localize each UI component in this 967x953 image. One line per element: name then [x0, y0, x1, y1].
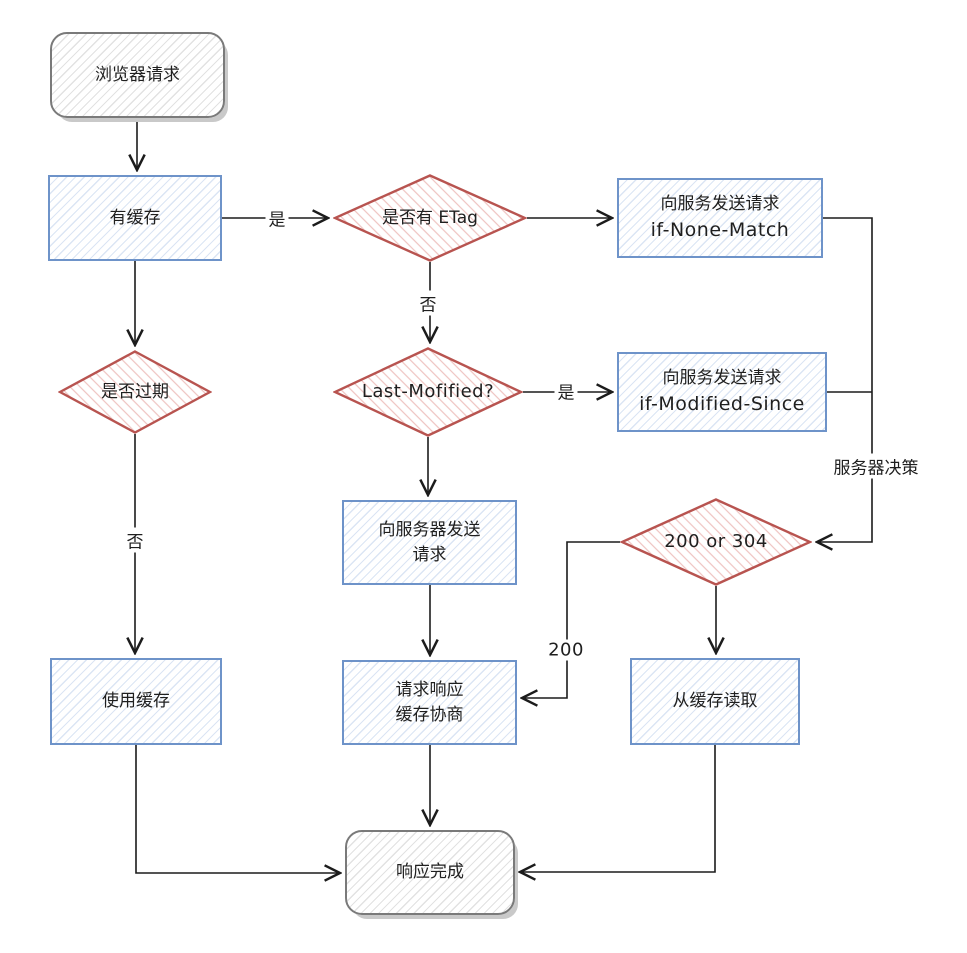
edge-readcache-to-done	[521, 745, 716, 872]
edge-label-yes-etag[interactable]: 是	[265, 205, 289, 231]
node-if-modified-since[interactable]: 向服务发送请求 if-Modified-Since	[617, 352, 827, 432]
node-label: 响应完成	[396, 862, 464, 883]
node-label: 是否过期	[101, 381, 169, 402]
diamond-shape	[58, 350, 212, 434]
node-cache-negotiation[interactable]: 请求响应 缓存协商	[342, 660, 517, 745]
node-browser-request[interactable]: 浏览器请求	[50, 32, 225, 118]
node-has-cache[interactable]: 有缓存	[48, 175, 222, 261]
node-label-line1: 向服务发送请求	[662, 367, 782, 388]
node-label-line1: 请求响应	[395, 679, 464, 700]
diamond-shape	[620, 498, 812, 586]
node-label: 使用缓存	[102, 691, 170, 712]
edge-label-yes-modified[interactable]: 是	[554, 378, 578, 404]
edge-label-no-expired[interactable]: 否	[123, 527, 147, 553]
node-label: 是否有 ETag	[382, 207, 478, 228]
node-label-line2: if-None-Match	[650, 218, 790, 241]
node-is-expired-decision[interactable]: 是否过期	[58, 350, 212, 434]
diamond-shape	[333, 174, 527, 262]
node-label: 有缓存	[109, 207, 161, 228]
edge-status-to-negotiation	[523, 541, 620, 698]
node-label-line1: 向服务发送请求	[660, 193, 780, 214]
node-label: 从缓存读取	[672, 691, 758, 712]
node-label: 200 or 304	[664, 530, 768, 552]
node-send-request-to-server[interactable]: 向服务器发送 请求	[342, 500, 517, 585]
edge-label-server-decision[interactable]: 服务器决策	[830, 453, 922, 479]
node-use-cache[interactable]: 使用缓存	[50, 658, 222, 745]
node-label: Last-Mofified?	[361, 380, 495, 402]
node-response-done[interactable]: 响应完成	[345, 830, 515, 915]
node-if-none-match[interactable]: 向服务发送请求 if-None-Match	[617, 178, 823, 258]
edge-label-200[interactable]: 200	[545, 639, 587, 661]
diamond-shape	[333, 347, 523, 437]
edge-usecache-to-done	[135, 745, 339, 873]
node-status-code-decision[interactable]: 200 or 304	[620, 498, 812, 586]
node-label-line2: if-Modified-Since	[639, 392, 805, 415]
node-has-etag-decision[interactable]: 是否有 ETag	[333, 174, 527, 262]
node-label-line1: 向服务器发送	[378, 519, 481, 540]
node-label: 浏览器请求	[95, 64, 180, 85]
node-last-modified-decision[interactable]: Last-Mofified?	[333, 347, 523, 437]
node-label-line2: 缓存协商	[395, 704, 464, 725]
node-label-line2: 请求	[412, 544, 447, 565]
edge-label-no-etag[interactable]: 否	[416, 290, 440, 316]
node-read-from-cache[interactable]: 从缓存读取	[630, 658, 800, 745]
